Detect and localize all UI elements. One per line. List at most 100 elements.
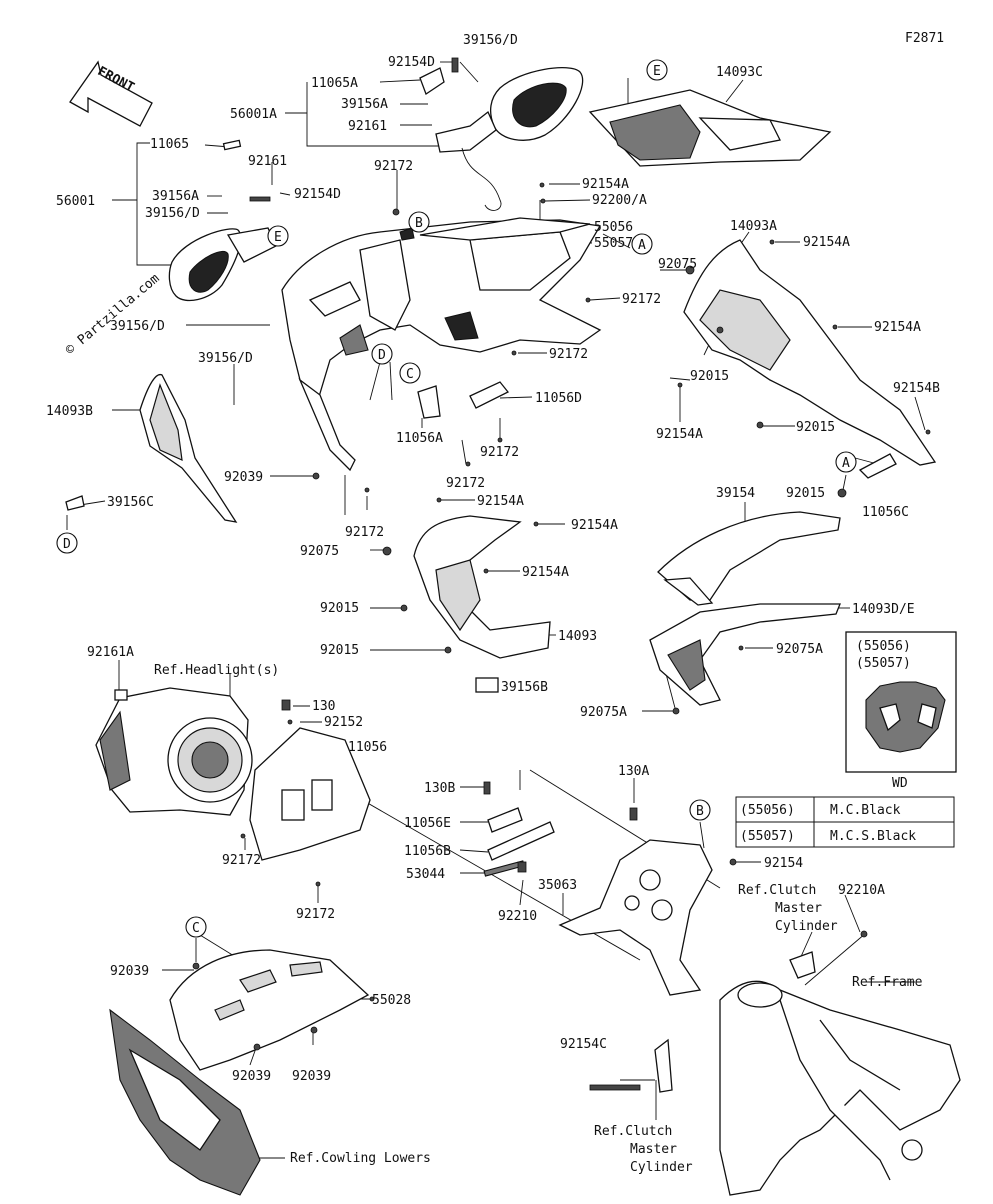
callout-11065a: 11065A	[311, 76, 358, 91]
callout-55028: 55028	[372, 993, 411, 1008]
callout-56001a: 56001A	[230, 107, 277, 122]
clutch-bracket-bottom	[589, 1038, 673, 1093]
fasteners	[192, 182, 931, 1051]
callout-ref-cowling: Ref.Cowling Lowers	[290, 1151, 431, 1166]
circle-label-c-mid	[399, 362, 421, 384]
watermark: © Partzilla.com	[63, 271, 163, 358]
table-code-0: (55056)	[740, 803, 795, 818]
circle-text-c-mid: C	[406, 367, 414, 382]
tape-39156c	[65, 495, 85, 511]
callout-39156b: 39156B	[501, 680, 548, 695]
cover-14093a	[683, 239, 937, 466]
callout-92015-r1: 92015	[690, 369, 729, 384]
circle-text-b-bot: B	[696, 804, 704, 819]
mirror-left	[168, 139, 277, 302]
callout-92172-m3: 92172	[345, 525, 384, 540]
callout-39154: 39154	[716, 486, 755, 501]
callout-11056c: 11056C	[862, 505, 909, 520]
stay-35063	[558, 807, 713, 996]
callout-92015-m1: 92015	[320, 601, 359, 616]
callout-39156d-m: 39156/D	[110, 319, 165, 334]
callout-92161a: 92161A	[87, 645, 134, 660]
callout-92172-t: 92172	[374, 159, 413, 174]
callout-92015-m2: 92015	[320, 643, 359, 658]
callout-39156a-t: 39156A	[341, 97, 388, 112]
callout-92161: 92161	[248, 154, 287, 169]
callout-11056b: 11056B	[404, 844, 451, 859]
circle-text-b-top: B	[415, 216, 423, 231]
callout-92039-b1: 92039	[110, 964, 149, 979]
inset-caption: WD	[892, 776, 908, 791]
callout-53044: 53044	[406, 867, 445, 882]
bracket-11056	[249, 699, 371, 861]
callout-11056: 11056	[348, 740, 387, 755]
callout-92039-l: 92039	[224, 470, 263, 485]
circle-label-a-right	[835, 451, 857, 473]
callout-92154a-m1: 92154A	[477, 494, 524, 509]
callout-ref-headlight: Ref.Headlight(s)	[154, 663, 279, 678]
callout-92075-r: 92075	[658, 257, 697, 272]
callout-14093b: 14093B	[46, 404, 93, 419]
cowling-lowers	[109, 1008, 261, 1196]
circle-label-b-bot	[689, 799, 711, 821]
callout-92172-b1: 92172	[480, 445, 519, 460]
callout-92210a: 92210A	[838, 883, 885, 898]
circle-text-a-mid: A	[638, 238, 646, 253]
table-color-1: M.C.S.Black	[830, 829, 916, 844]
callout-14093de: 14093D/E	[852, 602, 915, 617]
cover-39154	[657, 511, 841, 606]
callout-ref-clutch-b3: Cylinder	[630, 1160, 693, 1175]
circle-text-c-bot: C	[192, 921, 200, 936]
callout-39156c: 39156C	[107, 495, 154, 510]
callout-92154c: 92154C	[560, 1037, 607, 1052]
circle-labels	[56, 59, 857, 938]
callout-92161-t: 92161	[348, 119, 387, 134]
callout-ref-clutch-b1: Ref.Clutch	[594, 1124, 672, 1139]
frame	[719, 951, 961, 1196]
callout-92015-r3: 92015	[786, 486, 825, 501]
callout-92015-r2: 92015	[796, 420, 835, 435]
callout-92154d-l: 92154D	[294, 187, 341, 202]
bracket-11056c	[858, 453, 897, 479]
callout-55057: 55057	[594, 236, 633, 251]
callout-92172-l1: 92172	[222, 853, 261, 868]
callout-92200a: 92200/A	[592, 193, 647, 208]
callout-11056a: 11056A	[396, 431, 443, 446]
callout-92172-m: 92172	[622, 292, 661, 307]
front-arrow	[69, 60, 153, 127]
callout-92172-l2: 92172	[296, 907, 335, 922]
callout-92154d-t: 92154D	[388, 55, 435, 70]
callout-92154b: 92154B	[893, 381, 940, 396]
bracket-11056d	[417, 381, 510, 419]
callout-11065: 11065	[150, 137, 189, 152]
callout-92075a-2: 92075A	[580, 705, 627, 720]
callout-14093c: 14093C	[716, 65, 763, 80]
callout-92154a-r3: 92154A	[656, 427, 703, 442]
circle-label-e-mid	[267, 225, 289, 247]
callout-92075a-1: 92075A	[776, 642, 823, 657]
callout-14093: 14093	[558, 629, 597, 644]
inset-label-1: (55056)	[856, 639, 911, 654]
callout-92154a-r1: 92154A	[803, 235, 850, 250]
callout-92172-b2: 92172	[446, 476, 485, 491]
circle-label-d-left	[56, 532, 78, 554]
diagram-code: F2871	[905, 31, 944, 46]
headlight-assembly	[95, 687, 253, 816]
callout-ref-clutch-1: Ref.Clutch	[738, 883, 816, 898]
stay-group	[483, 781, 555, 877]
circle-label-b-top	[408, 211, 430, 233]
panel-55028	[169, 949, 370, 1071]
callout-39156d-l2: 39156/D	[198, 351, 253, 366]
callout-ref-clutch-3: Cylinder	[775, 919, 838, 934]
mirror-center	[419, 57, 584, 211]
cover-14093	[413, 515, 551, 693]
callout-92154a-m2: 92154A	[571, 518, 618, 533]
circle-label-e-top	[646, 59, 668, 81]
callout-130: 130	[312, 699, 335, 714]
callout-14093a: 14093A	[730, 219, 777, 234]
circle-text-e-mid: E	[274, 230, 282, 245]
callout-39156a-l: 39156A	[152, 189, 199, 204]
callout-130b: 130B	[424, 781, 455, 796]
cover-14093de	[649, 603, 841, 706]
